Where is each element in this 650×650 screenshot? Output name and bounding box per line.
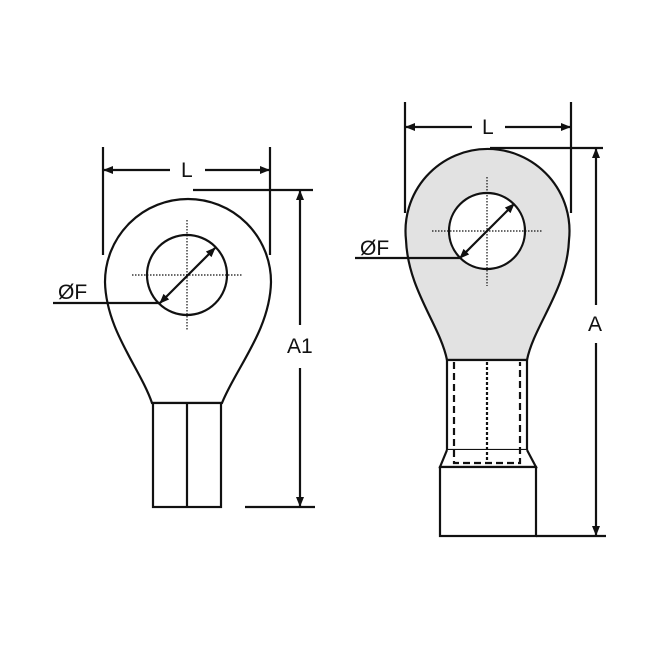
right-hole-diameter-arrow [459, 203, 515, 259]
left-width-label: L [181, 159, 193, 182]
left-hole-label: ØF [58, 281, 87, 304]
left-length-label: A1 [287, 335, 313, 358]
right-width-label: L [482, 116, 494, 139]
left-hole-diameter-arrow [159, 247, 216, 304]
right-hole-label: ØF [360, 237, 389, 260]
right-length-label: A [588, 313, 602, 336]
left-terminal [53, 147, 315, 509]
right-sleeve-base [438, 465, 538, 538]
right-terminal [355, 102, 606, 538]
